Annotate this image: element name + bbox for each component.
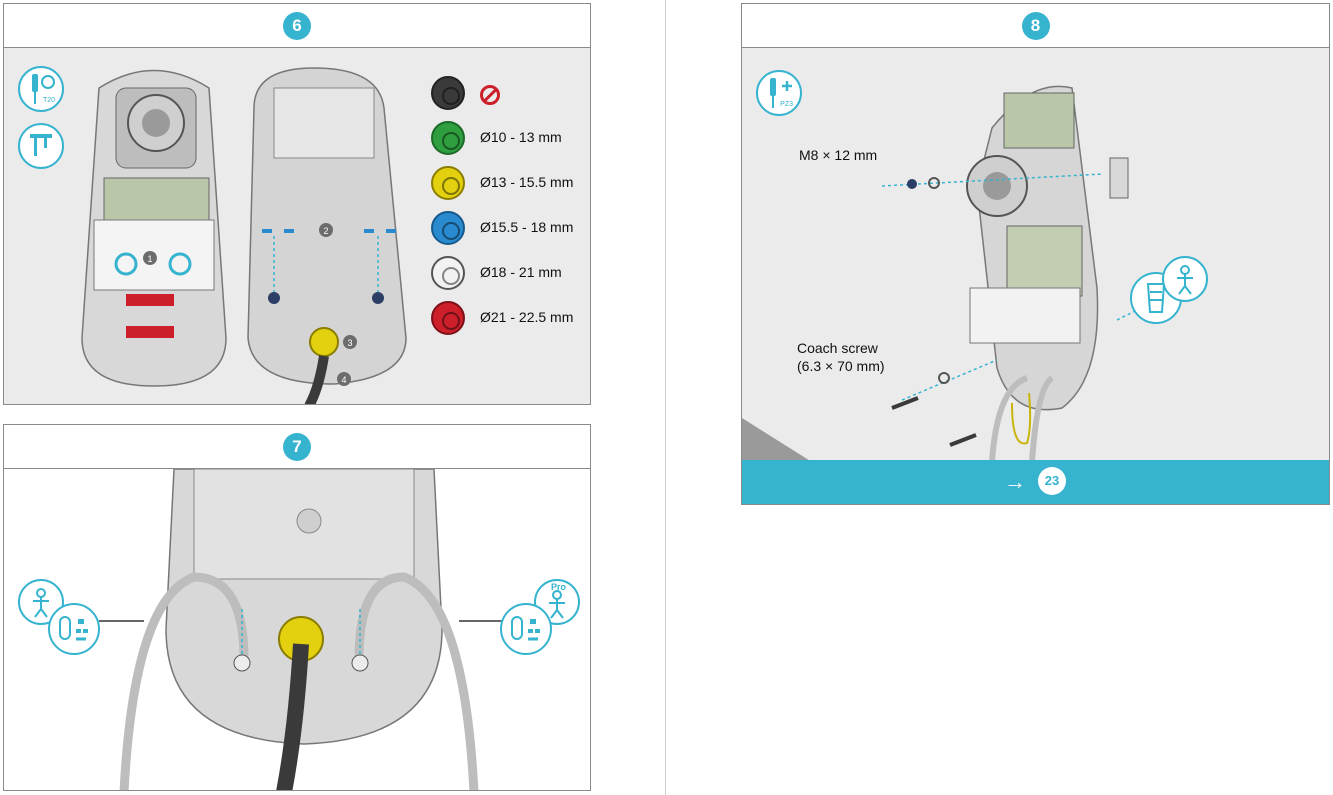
grommet-red — [431, 301, 465, 335]
step-8-header: 8 — [742, 4, 1329, 48]
screwdriver-pozidriv-icon: PZ3 — [756, 70, 802, 116]
coach-screw-name: Coach screw — [797, 340, 878, 356]
grommet-blue — [431, 211, 465, 245]
next-page-badge: 23 — [1038, 467, 1066, 495]
grommet-size-label: Ø13 - 15.5 mm — [480, 174, 574, 190]
coach-screw-label: Coach screw (6.3 × 70 mm) — [797, 339, 885, 375]
bolt-size-label: M8 × 12 mm — [799, 147, 878, 163]
svg-text:4: 4 — [341, 375, 346, 385]
wall-mounting-diagram — [742, 85, 1138, 462]
page-divider — [665, 0, 666, 795]
svg-text:3: 3 — [347, 338, 352, 348]
step-number-badge: 8 — [1021, 12, 1050, 40]
arrow-right-icon: → — [1004, 469, 1026, 494]
grommet-green — [431, 121, 465, 155]
grommet-black — [431, 76, 465, 110]
step-number-badge: 7 — [283, 433, 311, 461]
charger-network-in-icon — [48, 603, 100, 655]
svg-text:2: 2 — [323, 226, 328, 236]
step-7-panel: 7 Pro — [3, 424, 591, 791]
screwdriver-torx-icon: T20 — [18, 66, 64, 112]
charger-opening-diagram: 1 2 3 4 — [81, 67, 407, 404]
step-7-illustration: Pro — [4, 469, 590, 790]
callout-1 — [143, 251, 157, 265]
grommet-size-label: Ø18 - 21 mm — [480, 264, 562, 280]
prohibited-icon — [480, 85, 500, 105]
tool-size-label: T20 — [42, 97, 55, 104]
cable-entry-diagram — [99, 469, 504, 790]
grommet-size-label: Ø10 - 13 mm — [480, 129, 562, 145]
step-8-illustration: PZ3 M8 × 12 mm Coach screw (6.3 × 70 mm) — [742, 48, 1329, 462]
svg-text:1: 1 — [147, 254, 152, 264]
step-6-illustration: T20 1 — [4, 48, 590, 404]
coach-screw-size: (6.3 × 70 mm) — [797, 358, 885, 374]
charger-network-out-icon — [500, 603, 552, 655]
tool-size-label: PZ3 — [780, 101, 793, 108]
grommet-size-label: Ø15.5 - 18 mm — [480, 219, 574, 235]
step-7-header: 7 — [4, 425, 590, 469]
step-6-panel: 6 T20 1 — [3, 3, 591, 405]
grommet-size-label: Ø21 - 22.5 mm — [480, 309, 574, 325]
step-number-badge: 6 — [283, 12, 311, 40]
pro-label: Pro — [550, 582, 566, 592]
step-8-panel: 8 PZ3 M8 × 12 mm — [741, 3, 1330, 505]
next-page-bar[interactable]: → 23 — [742, 460, 1329, 504]
grommet-yellow — [431, 166, 465, 200]
step-6-header: 6 — [4, 4, 590, 48]
grommet-white — [431, 256, 465, 290]
caliper-icon — [18, 123, 64, 169]
installer-person-icon — [1162, 256, 1208, 302]
